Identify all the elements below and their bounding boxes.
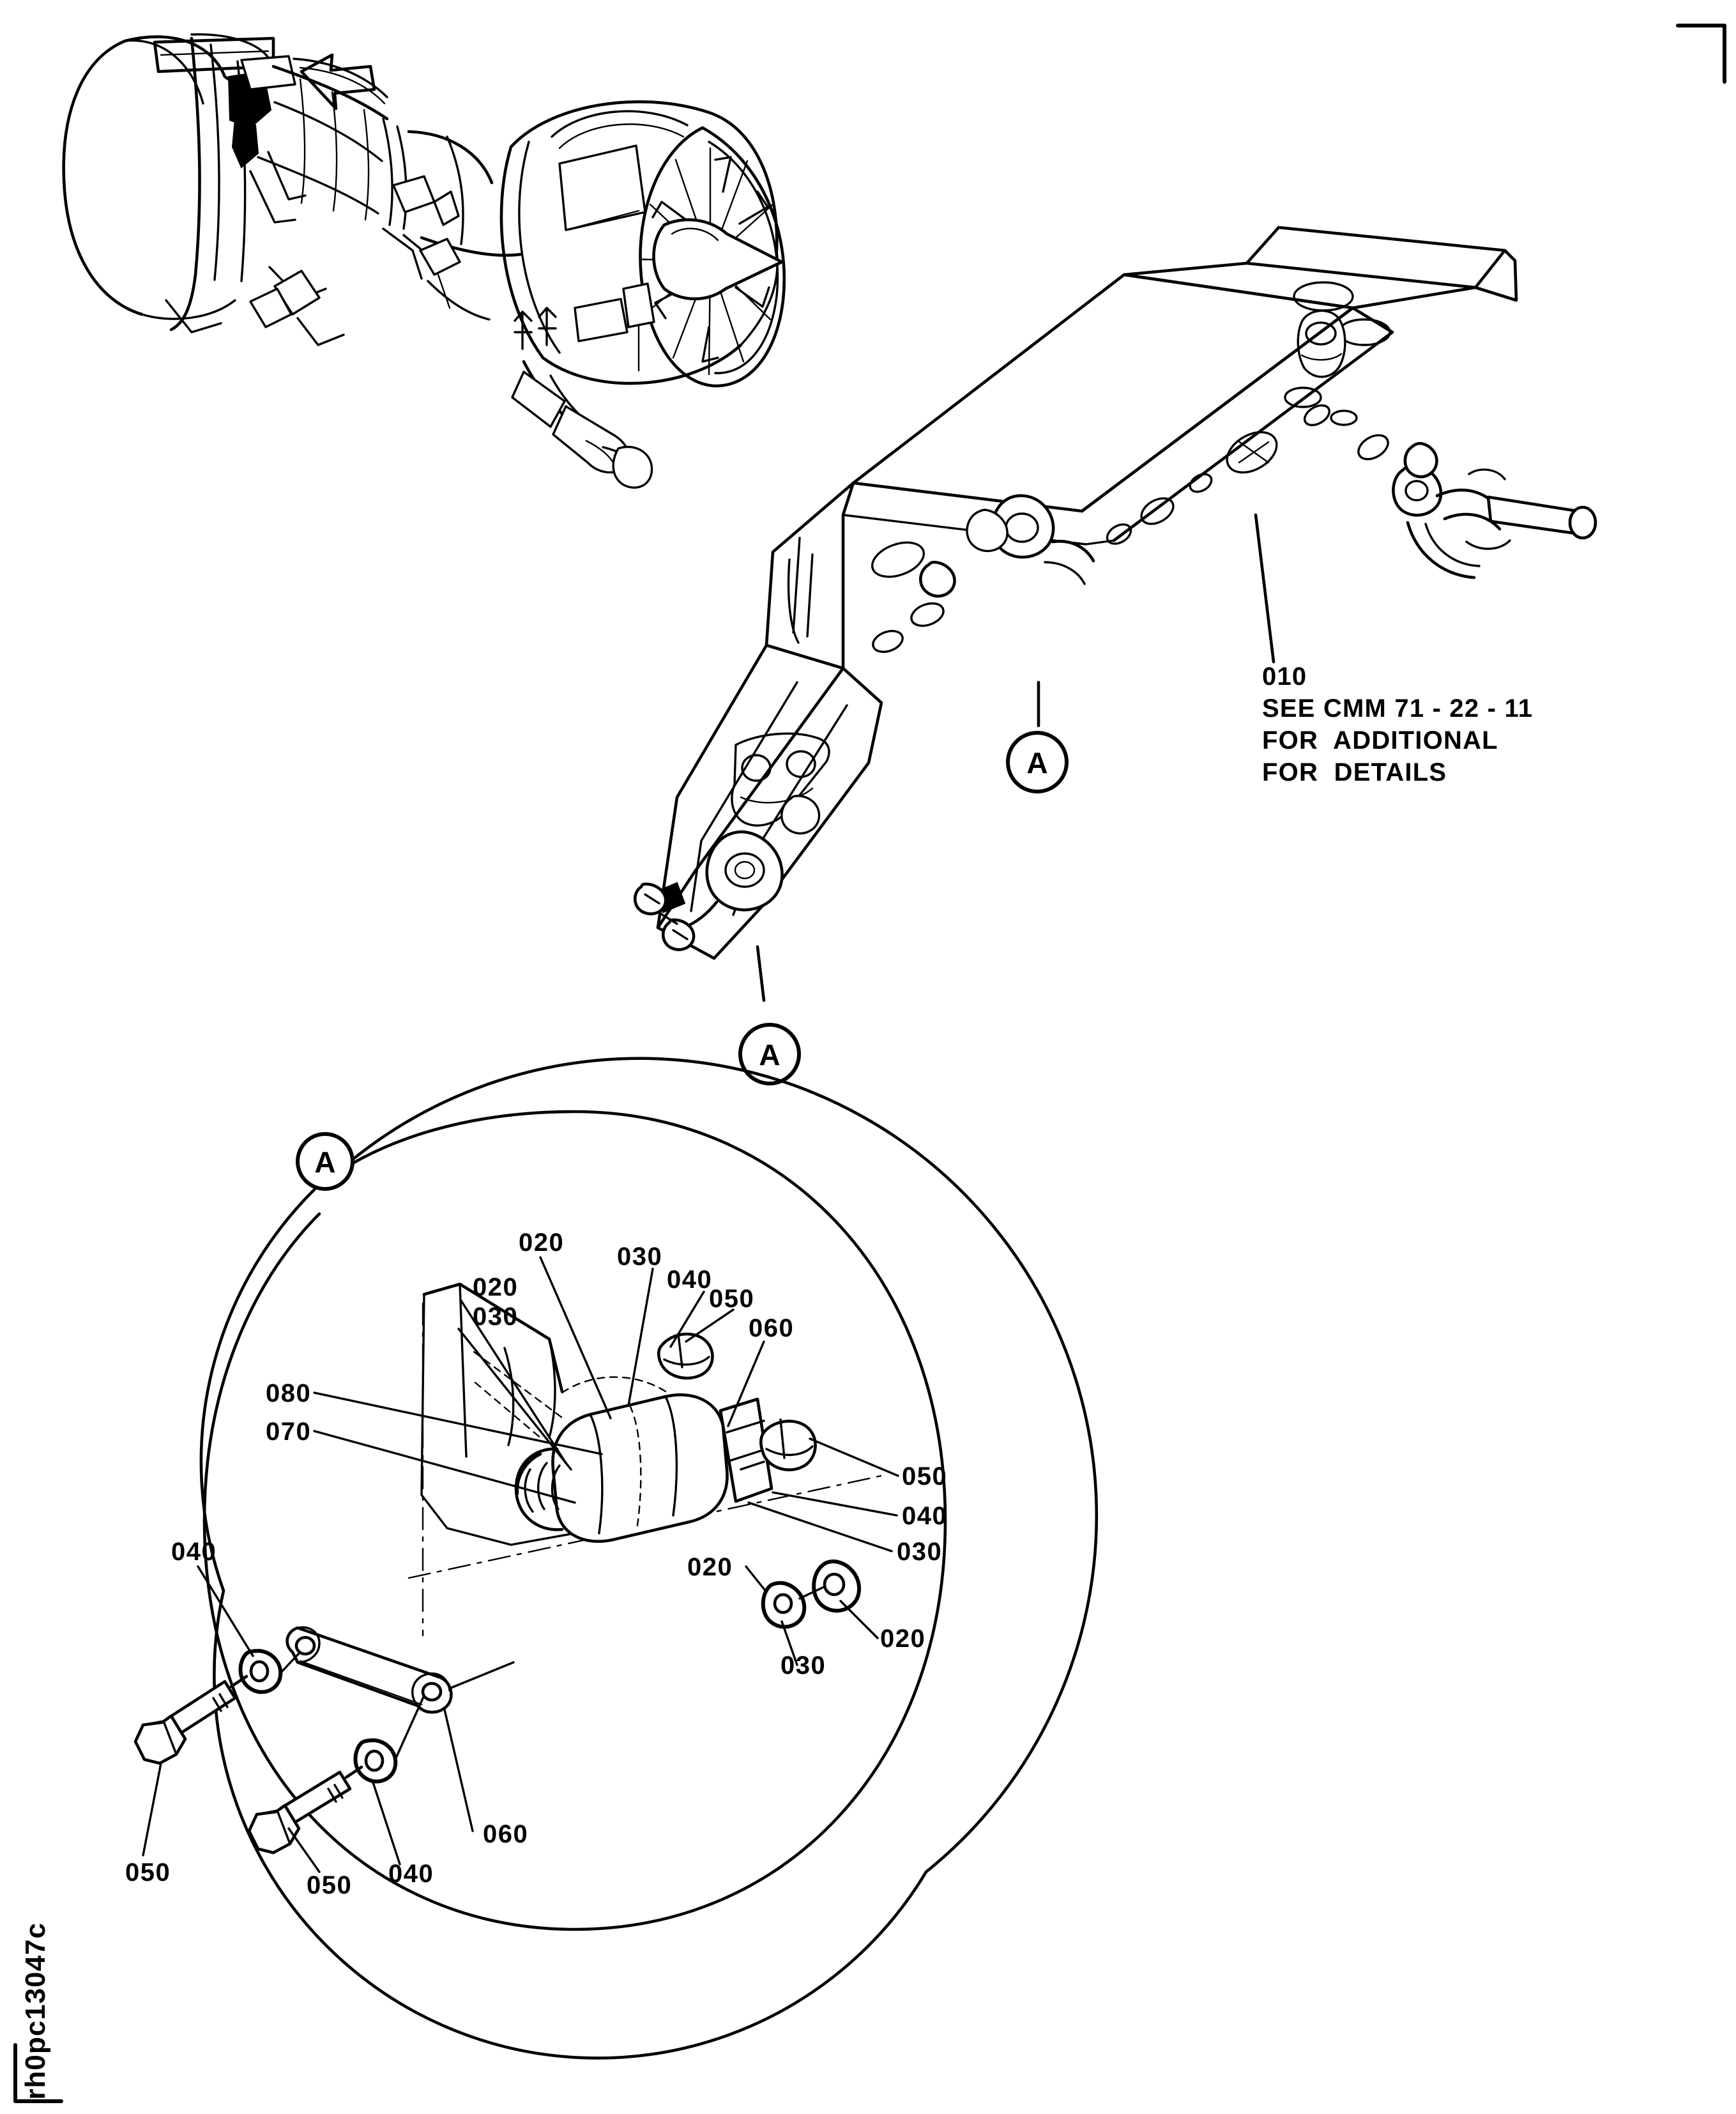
detail-label-050-right: 050: [902, 1462, 947, 1490]
detail-a-badge-label: A: [314, 1145, 335, 1179]
bolt-lower: [247, 1738, 398, 1855]
callout-a-lower-label: A: [759, 1038, 780, 1071]
detail-label-060-topright: 060: [749, 1314, 794, 1342]
detail-label-040-farleft: 040: [171, 1538, 217, 1566]
detail-label-050-bottom: 050: [307, 1871, 352, 1899]
callout-a-lower[interactable]: A: [738, 945, 801, 1085]
detail-label-040-bottom: 040: [388, 1860, 434, 1888]
detail-label-050-topright: 050: [709, 1285, 754, 1313]
fastener-right-stack: [740, 1418, 817, 1471]
detail-label-020-lowright: 020: [880, 1625, 925, 1653]
detail-leader-lines: [142, 1256, 899, 1873]
engine-nacelle-illustration: [62, 33, 786, 489]
detail-label-030-right: 030: [897, 1538, 942, 1566]
detail-label-060-bottom: 060: [483, 1820, 528, 1848]
detail-label-030-top: 030: [617, 1243, 662, 1271]
figure-id-corner-mark: [13, 2043, 63, 2103]
bolt-upper-left: [133, 1649, 283, 1765]
corner-registration-mark: [1676, 24, 1726, 84]
detail-label-040-topright: 040: [667, 1266, 712, 1294]
detail-label-040-right: 040: [902, 1502, 947, 1530]
engine-mount-beam-assembly: [633, 226, 1597, 960]
fastener-top-right: [657, 1332, 714, 1380]
callout-a-upper-label: A: [1026, 746, 1047, 779]
detail-label-050-farleft: 050: [125, 1858, 171, 1887]
figure-id-text: rh0pc13047c: [20, 1922, 51, 2100]
figure-id-block: rh0pc13047c: [0, 1756, 109, 2114]
note-block-010: 010 SEE CMM 71 - 22 - 11 FOR ADDITIONAL …: [1262, 663, 1533, 786]
note-line-cmm-ref: SEE CMM 71 - 22 - 11: [1262, 694, 1533, 723]
detail-label-030-lowright: 030: [780, 1651, 826, 1680]
detail-label-020-left: 020: [473, 1273, 518, 1301]
note-line-additional: FOR ADDITIONAL: [1262, 726, 1498, 754]
detail-label-020-midright: 020: [687, 1553, 733, 1581]
lower-lug-cluster: [662, 795, 821, 935]
link-strap-060: [286, 1626, 453, 1714]
callout-a-upper[interactable]: A: [1006, 680, 1069, 793]
detail-label-020-top: 020: [519, 1229, 564, 1257]
spherical-bearing: [514, 1447, 564, 1531]
detail-label-030-left: 030: [473, 1303, 518, 1331]
washer-nut-pair-lower: [761, 1559, 862, 1629]
mid-lug-cluster: [919, 494, 1095, 598]
detail-a-badge[interactable]: A: [296, 1132, 354, 1191]
detail-label-080: 080: [266, 1379, 311, 1407]
detail-label-070: 070: [266, 1418, 311, 1446]
note-item-number: 010: [1262, 663, 1307, 691]
detail-view-a: A: [125, 1057, 1099, 2060]
note-line-details: FOR DETAILS: [1262, 758, 1447, 786]
lower-tip-fasteners: [633, 882, 696, 951]
right-lug-and-pin: [1392, 441, 1597, 579]
